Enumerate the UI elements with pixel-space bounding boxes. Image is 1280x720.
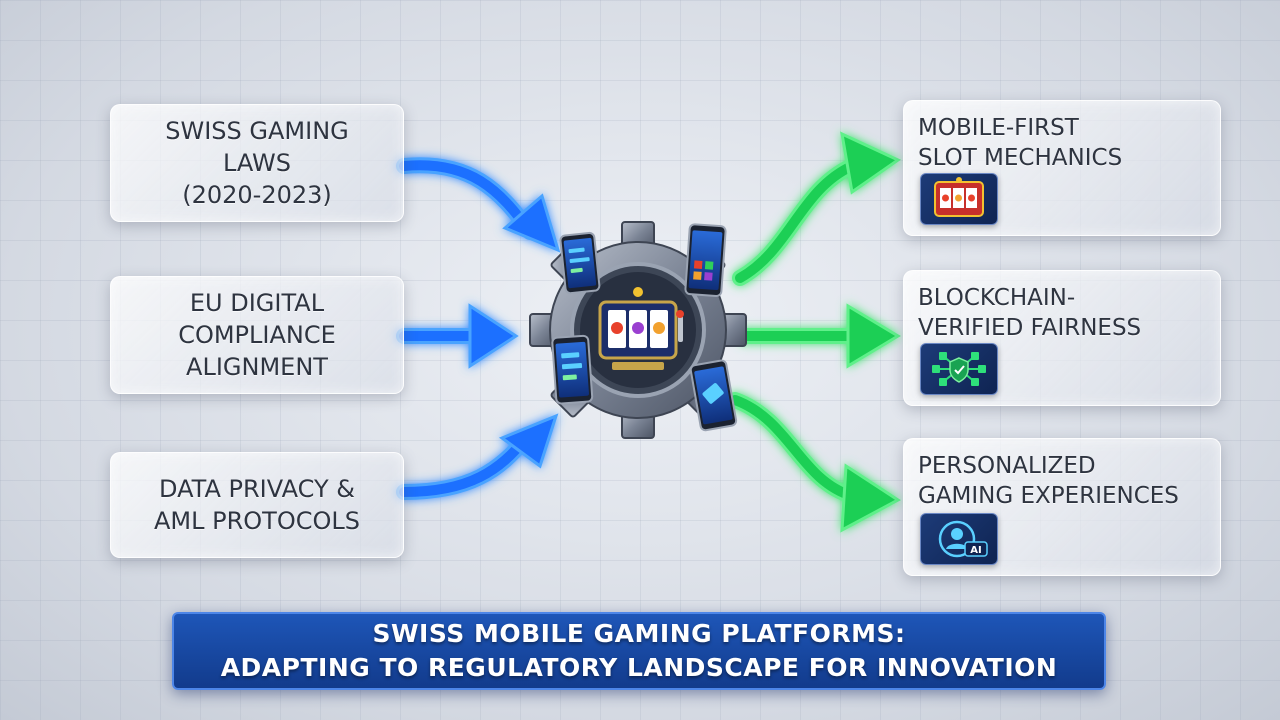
ai-user-icon: AI [920,513,998,565]
phone-icon-top-left [559,231,601,295]
output-arrow-1 [732,131,902,286]
phone-icon-bottom-left [551,334,594,405]
phone-icon-top-right [684,223,727,298]
input-box-eu-digital-compliance: EU Digital Compliance Alignment [110,276,404,394]
output-arrow-3 [727,392,901,533]
slot-machine-icon [920,173,998,225]
output-arrow-2 [737,303,901,369]
phone-icon-bottom-right [689,359,738,432]
output-box-mobile-first-slots: Mobile-First Slot Mechanics [903,100,1221,236]
input-label-2: EU Digital Compliance Alignment [178,289,336,381]
blockchain-shield-icon [920,343,998,395]
input-box-data-privacy-aml: Data Privacy & AML Protocols [110,452,404,558]
output-label-1: Mobile-First Slot Mechanics [918,115,1123,171]
input-box-swiss-gaming-laws: Swiss Gaming Laws (2020-2023) [110,104,404,222]
input-label-1: Swiss Gaming Laws (2020-2023) [165,117,349,209]
output-box-personalized-experiences: Personalized Gaming Experiences AI [903,438,1221,576]
ai-icon-text: AI [970,545,981,556]
input-arrow-3 [396,413,559,500]
title-banner: Swiss Mobile Gaming Platforms: Adapting … [172,612,1106,690]
input-label-3: Data Privacy & AML Protocols [154,475,360,535]
banner-line-2: Adapting to Regulatory Landscape for Inn… [220,653,1058,682]
banner-line-1: Swiss Mobile Gaming Platforms: [372,619,906,648]
output-label-3: Personalized Gaming Experiences [918,453,1179,509]
output-label-2: Blockchain- Verified Fairness [918,285,1142,341]
output-box-blockchain-fairness: Blockchain- Verified Fairness [903,270,1221,406]
gear-slot-machine-icon [529,221,747,439]
input-arrow-1 [396,157,561,253]
input-arrow-2 [396,303,519,369]
